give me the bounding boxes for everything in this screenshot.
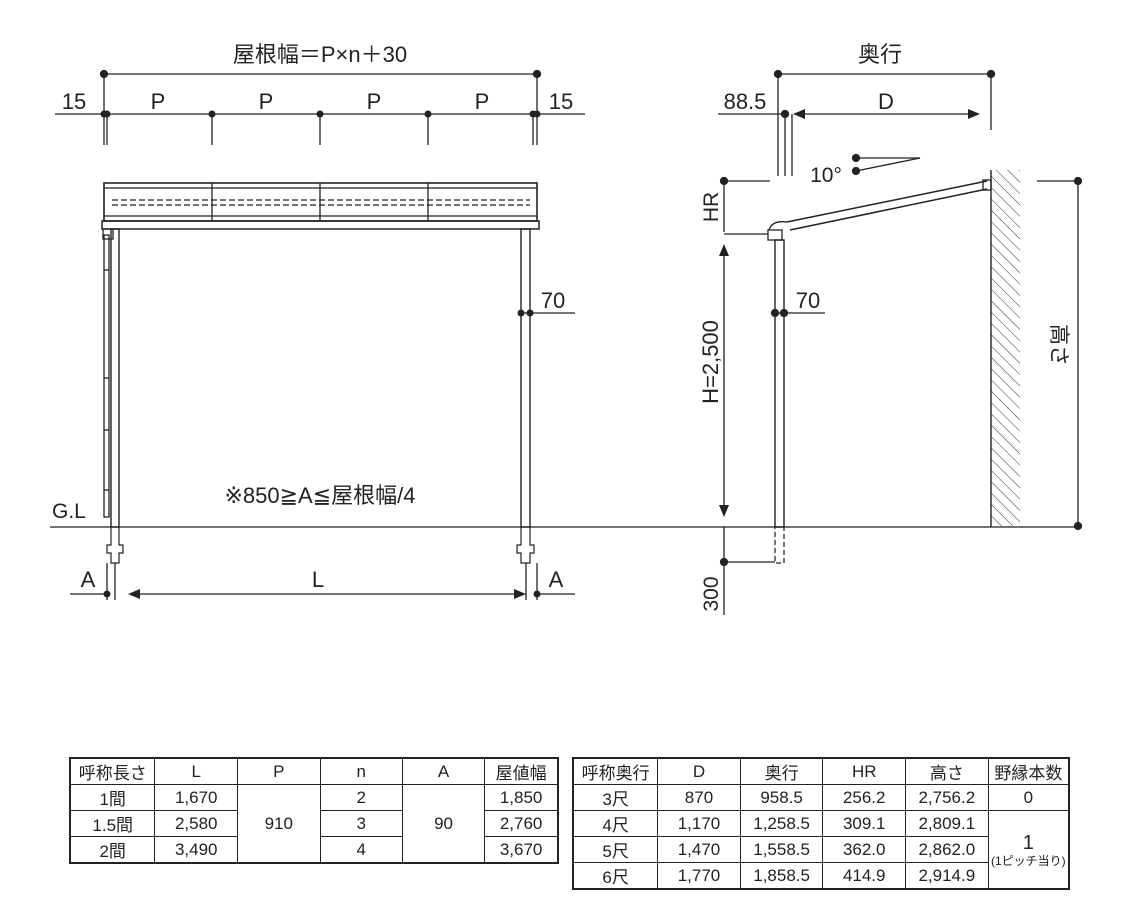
cell-hr: 414.9 [822,862,906,890]
side-offset-label: 88.5 [724,89,767,114]
offset-label-right: A [549,567,564,592]
cell-name: 6尺 [572,862,659,890]
total-height-label: 高さ [1047,324,1070,366]
cell-n: 2 [319,784,403,811]
cell-l: 3,490 [154,836,239,864]
header-d: D [657,757,741,785]
depth-total-label: 奥行 [858,42,902,67]
header-count: 野縁本数 [987,757,1070,785]
table-row: 3尺 870 958.5 256.2 2,756.2 0 [572,784,1070,811]
cell-height: 2,756.2 [904,784,989,811]
edge-right-label: 15 [549,89,573,114]
cell-depth: 1,858.5 [739,862,824,890]
cell-name: 1.5間 [69,810,156,837]
hr-label: HR [700,192,723,222]
header-height: 高さ [904,757,989,785]
header-name: 呼称長さ [69,757,156,785]
cell-d: 1,170 [657,810,741,837]
condition-note: ※850≧A≦屋根幅/4 [224,483,415,508]
cell-l: 2,580 [154,810,239,837]
cell-hr: 309.1 [822,810,906,837]
cell-height: 2,862.0 [904,836,989,863]
front-post-label: 70 [541,288,565,313]
table-row: 6尺 1,770 1,858.5 414.9 2,914.9 [572,862,1069,890]
header-n: n [319,757,403,785]
table-header-row: 呼称長さ L P n A 屋値幅 [69,757,559,785]
pitch-label-1: P [151,89,166,114]
cell-name: 3尺 [572,784,659,811]
table-row: 1.5間 2,580 3 2,760 [69,810,559,837]
table-row: 2間 3,490 4 3,670 [69,836,559,864]
edge-left-label: 15 [62,89,86,114]
roof-width-formula: 屋根幅＝P×n＋30 [233,42,407,67]
side-view [718,69,1083,615]
span-label: L [312,567,324,592]
height-label: H=2,500 [698,320,723,404]
cell-count: 0 [987,784,1070,811]
pitch-label-2: P [259,89,274,114]
cell-name: 2間 [69,836,156,864]
header-p: P [237,757,321,785]
side-post-label: 70 [796,288,820,313]
table-row: 1間 1,670 910 2 90 1,850 [69,784,559,864]
cell-name: 4尺 [572,810,659,837]
cell-p: 910 [237,784,321,864]
embed-label: 300 [700,576,723,611]
header-hr: HR [822,757,906,785]
cell-width: 1,850 [484,784,559,811]
merged-count: 1 [1022,832,1034,854]
depth-spec-table: 呼称奥行 D 奥行 HR 高さ 野縁本数 3尺 870 958.5 256.2 … [572,757,1070,890]
cell-a: 90 [401,784,486,864]
table-row: 5尺 1,470 1,558.5 362.0 2,862.0 [572,836,1069,863]
pitch-label-3: P [367,89,382,114]
cell-n: 4 [319,836,403,864]
cell-d: 1,470 [657,836,741,863]
table-header-row: 呼称奥行 D 奥行 HR 高さ 野縁本数 [572,757,1070,785]
header-l: L [154,757,239,785]
cell-name: 1間 [69,784,156,811]
front-view [50,69,1080,600]
pitch-label-4: P [475,89,490,114]
cell-hr: 362.0 [822,836,906,863]
technical-drawing: 屋根幅＝P×n＋30 15 15 P P P P 70 G.L ※850≧A≦屋… [50,42,1083,615]
cell-height: 2,809.1 [904,810,989,837]
angle-label: 10° [810,164,842,187]
header-depth: 奥行 [739,757,824,785]
length-spec-table: 呼称長さ L P n A 屋値幅 1間 1,670 910 2 90 1,850… [69,757,559,864]
offset-label-left: A [81,567,96,592]
cell-hr: 256.2 [822,784,906,811]
cell-count-merged: 1 (1ピッチ当り) [987,810,1070,890]
cell-depth: 958.5 [739,784,824,811]
header-a: A [401,757,486,785]
header-name: 呼称奥行 [572,757,659,785]
header-width: 屋値幅 [484,757,559,785]
cell-n: 3 [319,810,403,837]
cell-d: 1,770 [657,862,741,890]
merged-note: (1ピッチ当り) [991,854,1066,868]
ground-label: G.L [52,500,86,523]
cell-depth: 1,558.5 [739,836,824,863]
cell-height: 2,914.9 [904,862,989,890]
cell-name: 5尺 [572,836,659,863]
cell-depth: 1,258.5 [739,810,824,837]
cell-d: 870 [657,784,741,811]
cell-width: 3,670 [484,836,559,864]
table-row: 4尺 1,170 1,258.5 309.1 2,809.1 1 (1ピッチ当り… [572,810,1070,890]
cell-l: 1,670 [154,784,239,811]
cell-width: 2,760 [484,810,559,837]
depth-label: D [878,89,894,114]
